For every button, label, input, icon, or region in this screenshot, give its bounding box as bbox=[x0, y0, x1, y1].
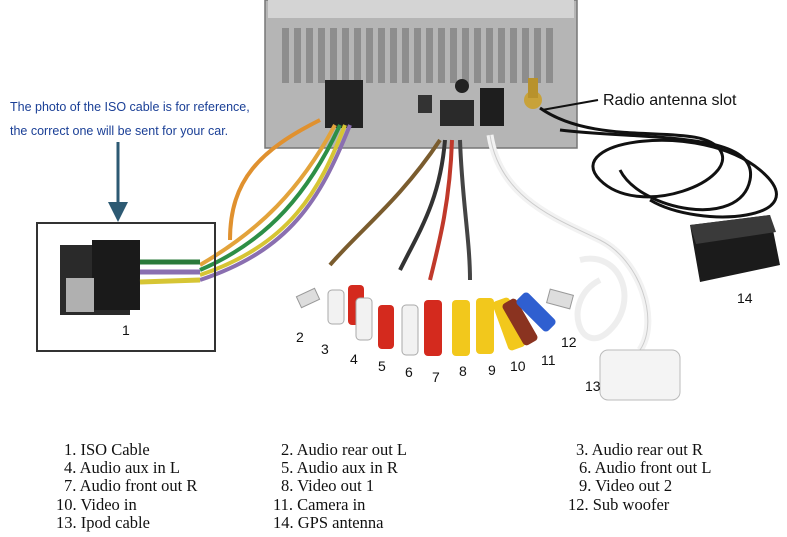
gps-antenna bbox=[539, 106, 780, 282]
legend-item: 12. Sub woofer bbox=[568, 495, 670, 514]
antenna-slot-label: Radio antenna slot bbox=[603, 92, 737, 109]
callout-5: 5 bbox=[378, 358, 386, 374]
callout-9: 9 bbox=[488, 362, 496, 378]
callout-3: 3 bbox=[321, 341, 329, 357]
rca-connectors bbox=[295, 285, 575, 356]
callout-8: 8 bbox=[459, 363, 467, 379]
iso-connector bbox=[60, 240, 201, 315]
callout-6: 6 bbox=[405, 364, 413, 380]
reference-note-line2: the correct one will be sent for your ca… bbox=[10, 124, 229, 138]
legend-item: 5. Audio aux in R bbox=[281, 458, 398, 477]
product-photo bbox=[60, 0, 780, 401]
legend-item: 10. Video in bbox=[56, 495, 137, 514]
callout-2: 2 bbox=[296, 329, 304, 345]
antenna-pointer bbox=[541, 99, 599, 111]
callout-12: 12 bbox=[561, 334, 577, 350]
callout-14: 14 bbox=[737, 290, 753, 306]
reference-note-line1: The photo of the ISO cable is for refere… bbox=[10, 100, 250, 114]
callout-11: 11 bbox=[541, 352, 556, 368]
legend-item: 4. Audio aux in L bbox=[64, 458, 180, 477]
note-arrow bbox=[108, 142, 128, 222]
iso-cable-frame bbox=[36, 222, 216, 352]
legend-item: 2. Audio rear out L bbox=[281, 440, 408, 459]
callout-7: 7 bbox=[432, 369, 440, 385]
callout-4: 4 bbox=[350, 351, 358, 367]
legend-item: 14. GPS antenna bbox=[273, 513, 384, 532]
legend-item: 13. Ipod cable bbox=[56, 513, 150, 532]
wire-bundle bbox=[198, 118, 472, 282]
legend-item: 8. Video out 1 bbox=[281, 476, 375, 495]
connector-legend: 1. ISO Cable 2. Audio rear out L 3. Audi… bbox=[0, 438, 787, 537]
legend-item: 3. Audio rear out R bbox=[576, 440, 703, 459]
legend-item: 7. Audio front out R bbox=[64, 476, 198, 495]
legend-item: 1. ISO Cable bbox=[64, 440, 150, 459]
legend-item: 6. Audio front out L bbox=[579, 458, 712, 477]
callout-10: 10 bbox=[510, 358, 526, 374]
legend-item: 11. Camera in bbox=[273, 495, 366, 514]
callout-13: 13 bbox=[585, 378, 601, 394]
legend-item: 9. Video out 2 bbox=[579, 476, 673, 495]
callout-1: 1 bbox=[122, 322, 130, 338]
